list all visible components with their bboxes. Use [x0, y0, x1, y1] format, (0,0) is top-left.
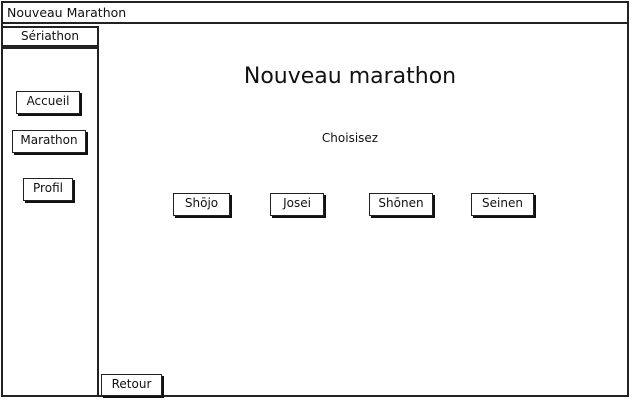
option-shonen-button[interactable]: Shōnen	[369, 193, 433, 216]
back-button[interactable]: Retour	[101, 374, 162, 396]
page-subtitle: Choisisez	[321, 131, 379, 145]
page-title: Nouveau marathon	[243, 64, 457, 89]
sidebar	[1, 47, 99, 397]
window-titlebar: Nouveau Marathon	[1, 1, 629, 24]
sidebar-item-accueil[interactable]: Accueil	[16, 91, 80, 114]
option-shojo-button[interactable]: Shōjo	[173, 193, 230, 216]
option-josei-button[interactable]: Josei	[270, 193, 324, 216]
app-brand: Sériathon	[1, 26, 99, 47]
sidebar-item-marathon[interactable]: Marathon	[12, 130, 86, 153]
sidebar-item-profil[interactable]: Profil	[23, 178, 73, 201]
window-title: Nouveau Marathon	[7, 5, 127, 20]
option-seinen-button[interactable]: Seinen	[471, 193, 534, 216]
